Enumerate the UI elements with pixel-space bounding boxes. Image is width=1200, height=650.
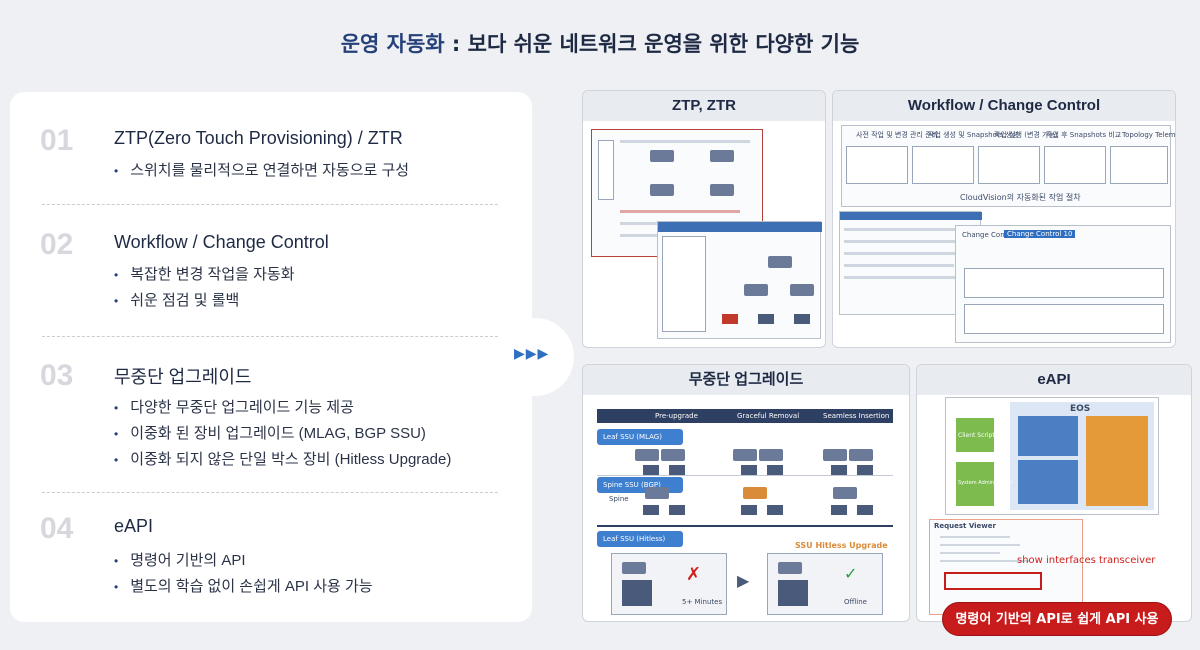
divider bbox=[42, 492, 498, 493]
feature-bullet: 명령어 기반의 API bbox=[114, 548, 373, 574]
feature-list-panel: 01 ZTP(Zero Touch Provisioning) / ZTR 스위… bbox=[10, 92, 532, 622]
page-title: 운영 자동화 : 보다 쉬운 네트워크 운영을 위한 다양한 기능 bbox=[0, 28, 1200, 58]
feature-number: 01 bbox=[40, 124, 74, 157]
feature-bullet: 복잡한 변경 작업을 자동화 bbox=[114, 262, 294, 288]
eos-label: EOS bbox=[1070, 404, 1091, 414]
workflow-steps-screenshot: 사전 작업 및 변경 관리 준비 작업 생성 및 Snapshots 생성 작업… bbox=[841, 125, 1175, 207]
request-viewer-screenshot: Request Viewer bbox=[929, 519, 1083, 615]
feature-bullets: 다양한 무중단 업그레이드 기능 제공 이중화 된 장비 업그레이드 (MLAG… bbox=[114, 395, 451, 473]
connector-tab bbox=[500, 318, 574, 396]
divider bbox=[42, 336, 498, 337]
workflow-caption: CloudVision의 자동화된 작업 절차 bbox=[960, 193, 1081, 202]
arrow-right-icon: ▶ bbox=[737, 571, 750, 590]
card-title: ZTP, ZTR bbox=[583, 91, 825, 121]
card-eapi: eAPI EOS Client Script System Administra… bbox=[916, 364, 1192, 622]
feature-title: ZTP(Zero Touch Provisioning) / ZTR bbox=[114, 128, 403, 148]
feature-bullets: 명령어 기반의 API 별도의 학습 없이 손쉽게 API 사용 가능 bbox=[114, 548, 373, 600]
card-ztp: ZTP, ZTR bbox=[582, 90, 826, 348]
feature-title: Workflow / Change Control bbox=[114, 232, 329, 252]
feature-number: 04 bbox=[40, 512, 74, 545]
hitless-before: ✗ 5+ Minutes bbox=[611, 553, 727, 615]
eapi-architecture-diagram: EOS Client Script System Administrator bbox=[945, 397, 1159, 515]
hitless-title: SSU Hitless Upgrade bbox=[795, 541, 888, 550]
feature-title: eAPI bbox=[114, 516, 154, 536]
page-title-lead: 운영 자동화 bbox=[340, 32, 445, 56]
feature-number: 03 bbox=[40, 359, 74, 392]
workflow-step-2: 작업 생성 및 Snapshots 생성 bbox=[928, 131, 1019, 139]
request-viewer-title: Request Viewer bbox=[934, 522, 996, 530]
card-title: eAPI bbox=[917, 365, 1191, 395]
feature-number: 02 bbox=[40, 228, 74, 261]
band-leaf-mlag: Leaf SSU (MLAG) bbox=[597, 429, 683, 445]
change-control-tab: Change Control 10 bbox=[1004, 230, 1076, 238]
feature-bullet: 이중화 되지 않은 단일 박스 장비 (Hitless Upgrade) bbox=[114, 447, 451, 473]
upgrade-column-header: Pre-upgrade Graceful Removal Seamless In… bbox=[597, 409, 893, 423]
feature-bullet: 다양한 무중단 업그레이드 기능 제공 bbox=[114, 395, 451, 421]
card-workflow: Workflow / Change Control 사전 작업 및 변경 관리 … bbox=[832, 90, 1176, 348]
feature-bullet: 별도의 학습 없이 손쉽게 API 사용 가능 bbox=[114, 574, 372, 600]
command-highlight-box bbox=[944, 572, 1042, 590]
client-label: Client Script bbox=[958, 432, 995, 439]
spine-label: Spine bbox=[609, 495, 629, 503]
feature-bullets: 스위치를 물리적으로 연결하면 자동으로 구성 bbox=[114, 158, 409, 184]
feature-bullet: 쉬운 점검 및 롤백 bbox=[114, 288, 295, 314]
feature-bullet: 이중화 된 장비 업그레이드 (MLAG, BGP SSU) bbox=[114, 421, 451, 447]
check-icon: ✓ bbox=[844, 564, 858, 583]
card-title: Workflow / Change Control bbox=[833, 91, 1175, 121]
hitless-after: ✓ Offline bbox=[767, 553, 883, 615]
feature-bullet: 스위치를 물리적으로 연결하면 자동으로 구성 bbox=[114, 158, 409, 184]
change-control-screenshot: Change Control Change Control 10 bbox=[955, 225, 1171, 343]
command-highlight-text: show interfaces transceiver bbox=[1017, 555, 1156, 566]
workflow-step-5: Topology Telemetry 모니터링 bbox=[1122, 131, 1176, 139]
change-control-label: Change Control bbox=[962, 231, 1017, 239]
divider bbox=[42, 204, 498, 205]
after-label: Offline bbox=[844, 598, 867, 606]
feature-bullets: 복잡한 변경 작업을 자동화 쉬운 점검 및 롤백 bbox=[114, 262, 295, 314]
upgrade-col-seamless: Seamless Insertion bbox=[823, 412, 890, 420]
workflow-step-3: 작업 실행 (변경 가능) bbox=[994, 131, 1058, 139]
fail-icon: ✗ bbox=[686, 564, 702, 585]
upgrade-col-pre: Pre-upgrade bbox=[655, 412, 698, 420]
card-upgrade: 무중단 업그레이드 Pre-upgrade Graceful Removal S… bbox=[582, 364, 910, 622]
band-leaf-hitless: Leaf SSU (Hitless) bbox=[597, 531, 683, 547]
page-title-rest: : 보다 쉬운 네트워크 운영을 위한 다양한 기능 bbox=[444, 32, 860, 56]
workflow-step-1: 사전 작업 및 변경 관리 준비 bbox=[856, 131, 938, 139]
ztp-screenshot-cloudvision bbox=[657, 221, 822, 339]
band-spine-bgp: Spine SSU (BGP) bbox=[597, 477, 683, 493]
admin-label: System Administrator bbox=[958, 480, 1013, 486]
upgrade-col-graceful: Graceful Removal bbox=[737, 412, 800, 420]
connector-arrows-icon: ▶▶▶ bbox=[514, 346, 550, 362]
feature-title: 무중단 업그레이드 bbox=[114, 367, 252, 387]
card-title: 무중단 업그레이드 bbox=[583, 365, 909, 395]
before-label: 5+ Minutes bbox=[682, 598, 723, 606]
eapi-callout-badge: 명령어 기반의 API로 쉽게 API 사용 bbox=[942, 602, 1172, 636]
workflow-step-4: 작업 후 Snapshots 비교 bbox=[1046, 131, 1122, 139]
